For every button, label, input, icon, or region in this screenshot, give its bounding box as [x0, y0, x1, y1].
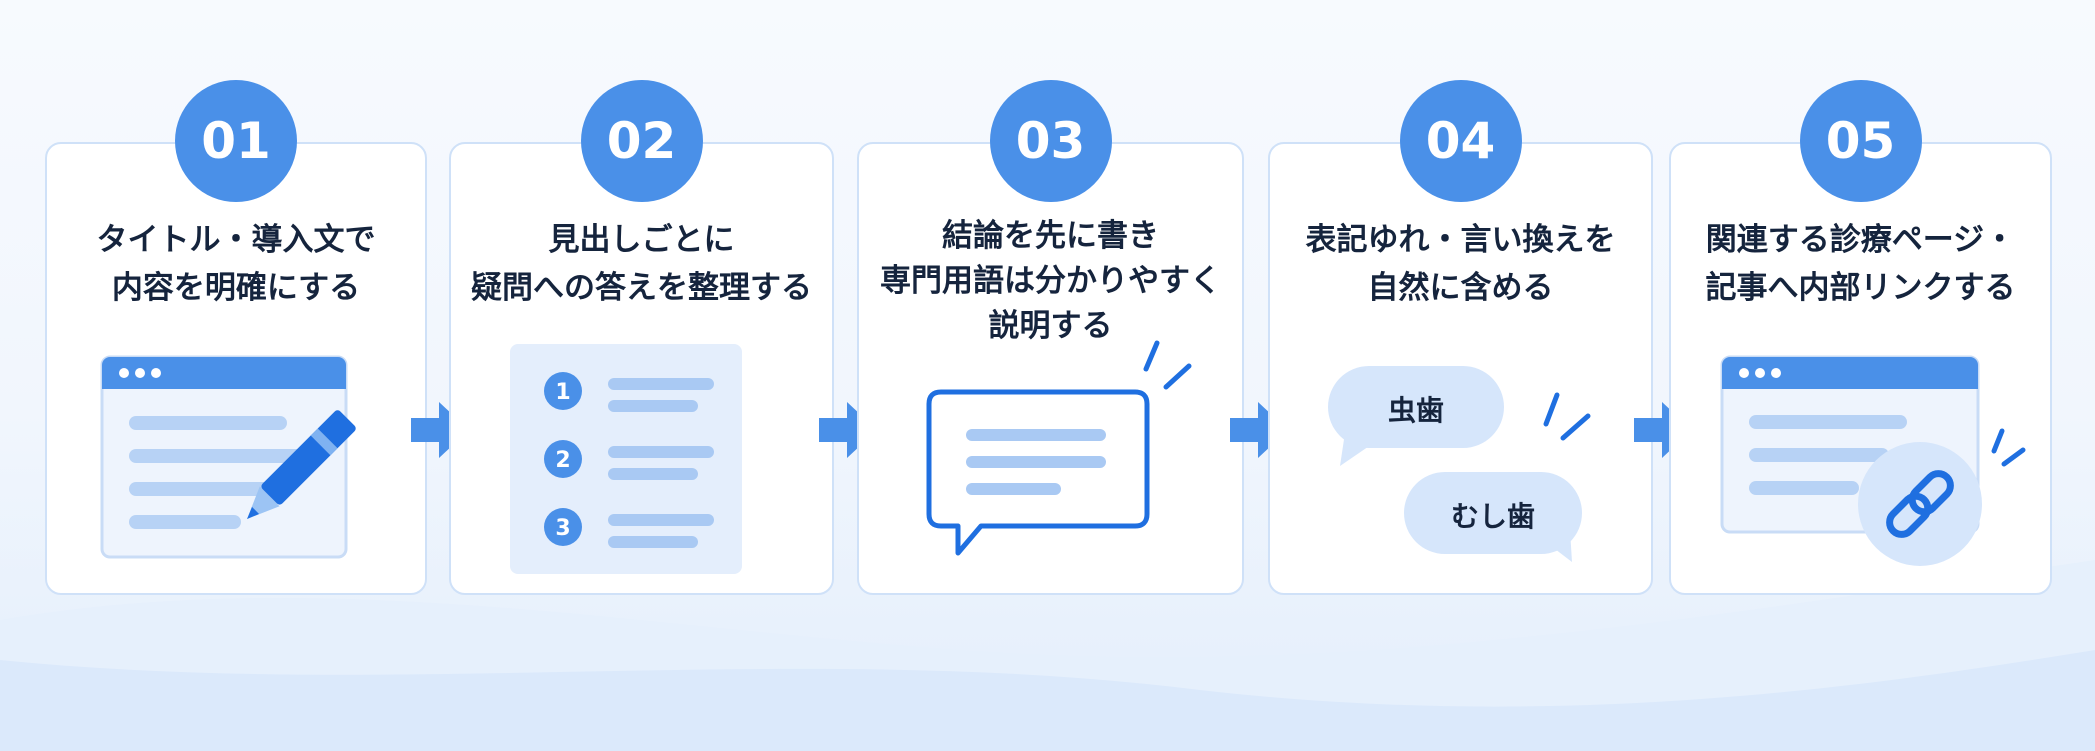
step-card-03: 03 結論を先に書き 専門用語は分かりやすく 説明する: [857, 80, 1244, 595]
list-number: 2: [555, 448, 570, 473]
step-card-02: 02 見出しごとに 疑問への答えを整理する 1 2 3: [449, 80, 834, 595]
arrow-right-icon: [1632, 398, 1696, 462]
bubble-text: 虫歯: [1388, 394, 1444, 427]
arrow-right-icon: [409, 398, 473, 462]
step-number-badge: 01: [175, 80, 297, 202]
step-card-04: 04 表記ゆれ・言い換えを 自然に含める 虫歯 むし歯: [1268, 80, 1653, 595]
step-card-05: 05 関連する診療ページ・ 記事へ内部リンクする: [1669, 80, 2052, 595]
step-title: 結論を先に書き 専門用語は分かりやすく 説明する: [880, 218, 1221, 344]
step-title: 表記ゆれ・言い換えを 自然に含める: [1305, 222, 1616, 306]
chat-bubbles-icon: 虫歯 むし歯: [1328, 366, 1591, 562]
list-number: 1: [555, 380, 570, 405]
bubble-text: むし歯: [1451, 500, 1535, 533]
step-card-01: 01 タイトル・導入文で 内容を明確にする: [45, 80, 427, 595]
step-title: タイトル・導入文で 内容を明確にする: [96, 222, 376, 306]
step-number-badge: 03: [989, 80, 1112, 202]
browser-window-icon: [100, 355, 348, 559]
step-title: 見出しごとに 疑問への答えを整理する: [471, 222, 812, 306]
arrow-right-icon: [817, 398, 881, 462]
arrow-right-icon: [1228, 398, 1292, 462]
step-number-badge: 02: [580, 80, 703, 202]
link-icon: [1858, 428, 2026, 566]
pencil-icon: [247, 410, 356, 519]
list-number: 3: [555, 516, 570, 541]
speech-bubble-icon: [926, 340, 1192, 556]
numbered-list-icon: 1 2 3: [510, 344, 742, 574]
step-title: 関連する診療ページ・ 記事へ内部リンクする: [1705, 222, 2016, 306]
step-number-badge: 04: [1399, 80, 1522, 202]
step-number-badge: 05: [1799, 80, 1922, 202]
